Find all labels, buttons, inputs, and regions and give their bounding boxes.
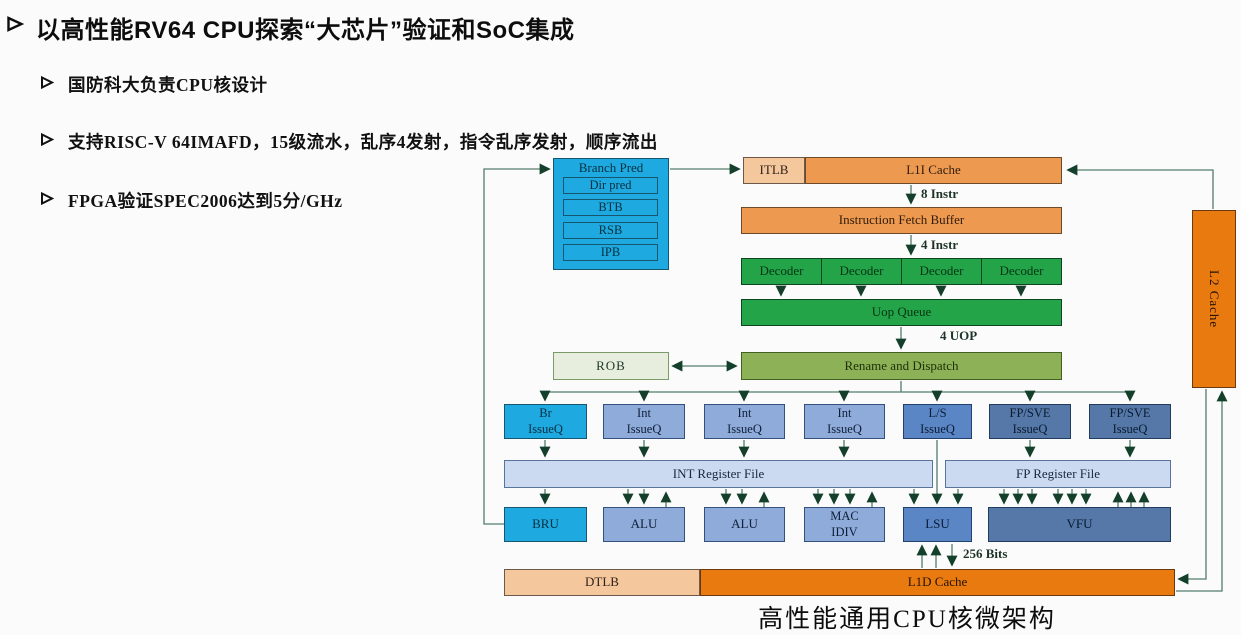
decoder-3-box: Decoder <box>901 258 982 285</box>
rob-box: ROB <box>553 352 669 380</box>
bullet-item-2: 支持RISC-V 64IMAFD，15级流水，乱序4发射，指令乱序发射，顺序流出 <box>40 129 658 154</box>
l1i-cache-box: L1I Cache <box>805 157 1062 184</box>
dtlb-box: DTLB <box>504 569 700 596</box>
label-256-bits: 256 Bits <box>963 546 1008 561</box>
label-8-instr: 8 Instr <box>921 186 959 201</box>
bullet-arrow-icon <box>41 132 54 147</box>
itlb-box: ITLB <box>743 157 805 184</box>
instruction-fetch-buffer-box: Instruction Fetch Buffer <box>741 207 1062 234</box>
uop-queue-box: Uop Queue <box>741 299 1062 326</box>
btb-box: BTB <box>563 199 658 216</box>
fp-sve-issueq-2-box: FP/SVE IssueQ <box>1089 404 1171 439</box>
connector-l2-to-l1d <box>1177 389 1207 585</box>
bullet-arrow-icon <box>41 75 54 90</box>
ls-issueq-box: L/S IssueQ <box>903 404 972 439</box>
alu-2-box: ALU <box>704 507 785 542</box>
lsu-box: LSU <box>903 507 972 542</box>
dir-pred-box: Dir pred <box>563 177 658 194</box>
int-register-file-box: INT Register File <box>504 460 933 488</box>
l1d-cache-box: L1D Cache <box>700 569 1175 596</box>
bullet-item-3: FPGA验证SPEC2006达到5分/GHz <box>40 188 342 213</box>
br-issueq-box: Br IssueQ <box>504 404 587 439</box>
int-issueq-3-box: Int IssueQ <box>804 404 885 439</box>
rename-and-dispatch-box: Rename and Dispatch <box>741 352 1062 380</box>
title-bullet-arrow-icon <box>7 16 24 32</box>
decoder-2-box: Decoder <box>821 258 902 285</box>
connector-l2-to-l1i <box>1066 164 1214 209</box>
fp-sve-issueq-1-box: FP/SVE IssueQ <box>989 404 1071 439</box>
bullet-text-2: 支持RISC-V 64IMAFD，15级流水，乱序4发射，指令乱序发射，顺序流出 <box>68 132 658 152</box>
fp-register-file-box: FP Register File <box>945 460 1171 488</box>
decoder-4-box: Decoder <box>981 258 1062 285</box>
alu-1-box: ALU <box>603 507 685 542</box>
bullet-arrow-icon <box>41 191 54 206</box>
connector-rename-fanout <box>545 381 1130 393</box>
rsb-box: RSB <box>563 222 658 239</box>
bullet-item-1: 国防科大负责CPU核设计 <box>40 72 267 97</box>
decoder-1-box: Decoder <box>741 258 822 285</box>
l2-cache-box: L2 Cache <box>1192 210 1236 388</box>
diagram-caption: 高性能通用CPU核微架构 <box>758 606 1056 633</box>
connector-l1d-to-l2 <box>1176 390 1228 592</box>
int-issueq-2-box: Int IssueQ <box>704 404 785 439</box>
slide-title-row: 以高性能RV64 CPU探索“大芯片”验证和SoC集成 <box>6 10 574 45</box>
label-4-instr: 4 Instr <box>921 237 959 252</box>
mac-idiv-box: MAC IDIV <box>804 507 885 542</box>
page-title: 以高性能RV64 CPU探索“大芯片”验证和SoC集成 <box>36 17 575 44</box>
label-4-uop: 4 UOP <box>940 328 978 343</box>
ipb-box: IPB <box>563 244 658 261</box>
bullet-text-1: 国防科大负责CPU核设计 <box>68 75 268 95</box>
bullet-text-3: FPGA验证SPEC2006达到5分/GHz <box>68 191 343 211</box>
vfu-box: VFU <box>988 507 1171 542</box>
bru-box: BRU <box>504 507 587 542</box>
int-issueq-1-box: Int IssueQ <box>603 404 685 439</box>
